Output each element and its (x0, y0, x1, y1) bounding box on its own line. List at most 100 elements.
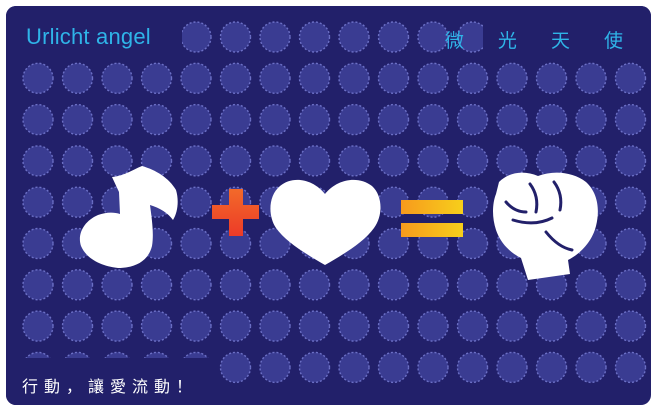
dot-circle (377, 21, 410, 53)
card: Urlicht angel 微 光 天 使 (6, 6, 651, 405)
title-zh-background (483, 6, 651, 56)
equals-icon (401, 200, 463, 237)
dot-circle (180, 103, 212, 136)
dot-circle (456, 310, 489, 342)
dot-circle (575, 62, 607, 95)
slogan: 行動，讓愛流動！ (22, 377, 199, 396)
dot-circle (298, 62, 331, 95)
fist-icon (493, 172, 598, 280)
dot-circle (575, 145, 607, 177)
dot-circle (259, 62, 291, 95)
dot-circle (377, 103, 410, 136)
dot-circle (575, 103, 607, 136)
dot-circle (614, 145, 647, 177)
dot-circle (338, 310, 370, 342)
dot-circle (259, 21, 291, 53)
dot-circle (377, 351, 410, 384)
dot-circle (61, 103, 94, 136)
plus-icon (212, 189, 259, 236)
dot-circle (338, 21, 370, 53)
dot-circle (338, 103, 370, 136)
dot-circle (614, 269, 647, 301)
dot-circle (338, 145, 370, 177)
dot-circle (101, 145, 133, 177)
dot-circle (22, 186, 54, 218)
dot-circle (101, 62, 133, 95)
dot-circle (417, 351, 449, 384)
dot-circle (22, 310, 54, 342)
dot-circle (180, 310, 212, 342)
dot-circle (259, 145, 291, 177)
dot-circle (140, 62, 173, 95)
music-note-icon (79, 166, 178, 268)
dot-circle (456, 103, 489, 136)
dot-circle (614, 186, 647, 218)
dot-circle (496, 351, 528, 384)
dot-circle (377, 62, 410, 95)
dot-circle (61, 145, 94, 177)
dot-circle (535, 62, 568, 95)
dot-circle (575, 310, 607, 342)
dot-circle (456, 351, 489, 384)
dot-circle (496, 269, 528, 301)
dot-circle (417, 21, 449, 53)
dot-circle (614, 227, 647, 260)
dot-circle (298, 269, 331, 301)
dot-circle (377, 269, 410, 301)
dot-circle (575, 351, 607, 384)
dot-circle (417, 145, 449, 177)
heart-icon (270, 179, 381, 265)
dot-circle (456, 269, 489, 301)
dot-circle (377, 145, 410, 177)
dot-circle (456, 62, 489, 95)
dot-circle (219, 103, 252, 136)
dot-circle (180, 21, 212, 53)
dot-circle (180, 269, 212, 301)
dot-circle (575, 269, 607, 301)
title-english: Urlicht angel (26, 24, 151, 49)
dot-circle (219, 62, 252, 95)
dot-circle (140, 103, 173, 136)
dot-circle (535, 145, 568, 177)
dot-circle (180, 227, 212, 260)
dot-circle (496, 62, 528, 95)
dot-circle (22, 103, 54, 136)
dot-circle (535, 310, 568, 342)
dot-pattern (22, 21, 647, 384)
dot-circle (219, 351, 252, 384)
title-background (6, 6, 182, 56)
dot-circle (61, 269, 94, 301)
dot-circle (614, 103, 647, 136)
dot-circle (140, 269, 173, 301)
dot-circle (180, 186, 212, 218)
dot-circle (377, 310, 410, 342)
dot-circle (22, 145, 54, 177)
dot-circle (614, 62, 647, 95)
dot-circle (259, 269, 291, 301)
dot-circle (456, 227, 489, 260)
dot-circle (417, 103, 449, 136)
dot-circle (417, 269, 449, 301)
dot-circle (61, 186, 94, 218)
dot-circle (101, 310, 133, 342)
dot-circle (456, 186, 489, 218)
dot-circle (219, 310, 252, 342)
dot-circle (496, 103, 528, 136)
dot-circle (298, 103, 331, 136)
dot-circle (259, 227, 291, 260)
dot-circle (338, 351, 370, 384)
dot-circle (180, 145, 212, 177)
dot-circle (298, 21, 331, 53)
dot-circle (259, 310, 291, 342)
dot-circle (22, 62, 54, 95)
dot-circle (298, 145, 331, 177)
equation (79, 166, 598, 280)
dot-circle (417, 62, 449, 95)
dot-circle (298, 310, 331, 342)
dot-circle (338, 62, 370, 95)
title-chinese: 微 光 天 使 (444, 30, 637, 52)
dot-circle (259, 103, 291, 136)
dot-circle (219, 21, 252, 53)
dot-circle (456, 145, 489, 177)
dot-circle (535, 351, 568, 384)
